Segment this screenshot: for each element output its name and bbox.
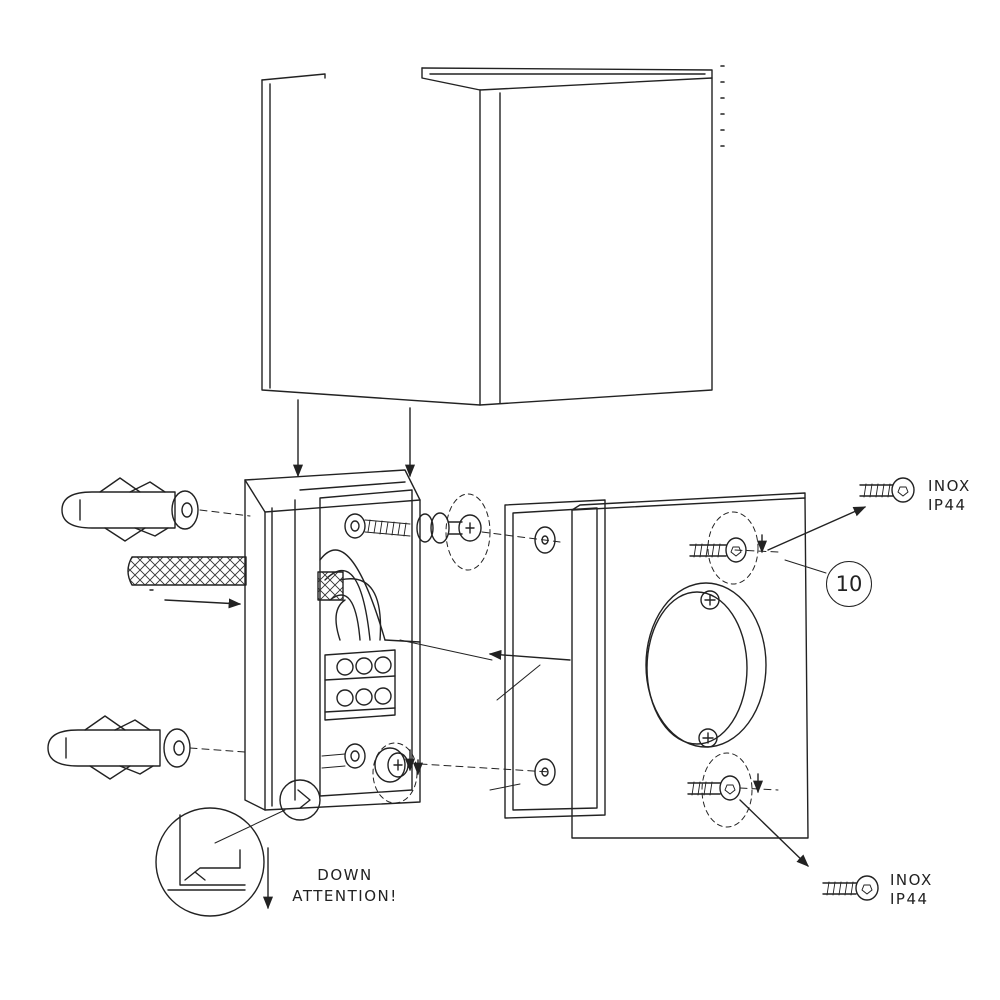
lamp-cover: [261, 65, 725, 406]
detail-label-down: DOWN: [317, 866, 373, 884]
part-number-callout: 10: [826, 561, 872, 607]
spare-screw-arrow-top: [767, 506, 867, 551]
wall-plug-bottom: [47, 715, 191, 780]
spare-screw-bottom: [822, 875, 879, 901]
plate-insert-arrow: [488, 649, 571, 661]
spare-screw-top: [859, 477, 915, 503]
front-mounting-plate: [571, 492, 809, 839]
top-fixing-screw: [416, 493, 491, 571]
wall-plug-top: [61, 477, 199, 542]
bottom-screw-material-label: INOX: [890, 871, 933, 889]
cable-insert-arrow: [164, 598, 242, 609]
mounting-housing: [244, 469, 493, 811]
detail-label-attention: ATTENTION!: [292, 887, 398, 905]
top-screw-rating-label: IP44: [928, 496, 967, 514]
detail-magnifier: [155, 779, 321, 917]
part-number-leader: [784, 559, 827, 574]
braided-cable: [127, 556, 247, 591]
spare-screw-arrow-bottom: [739, 799, 809, 867]
part-number-text: 10: [835, 572, 863, 596]
top-screw-material-label: INOX: [928, 477, 971, 495]
gasket-plate: [489, 499, 606, 819]
bottom-screw-rating-label: IP44: [890, 890, 929, 908]
